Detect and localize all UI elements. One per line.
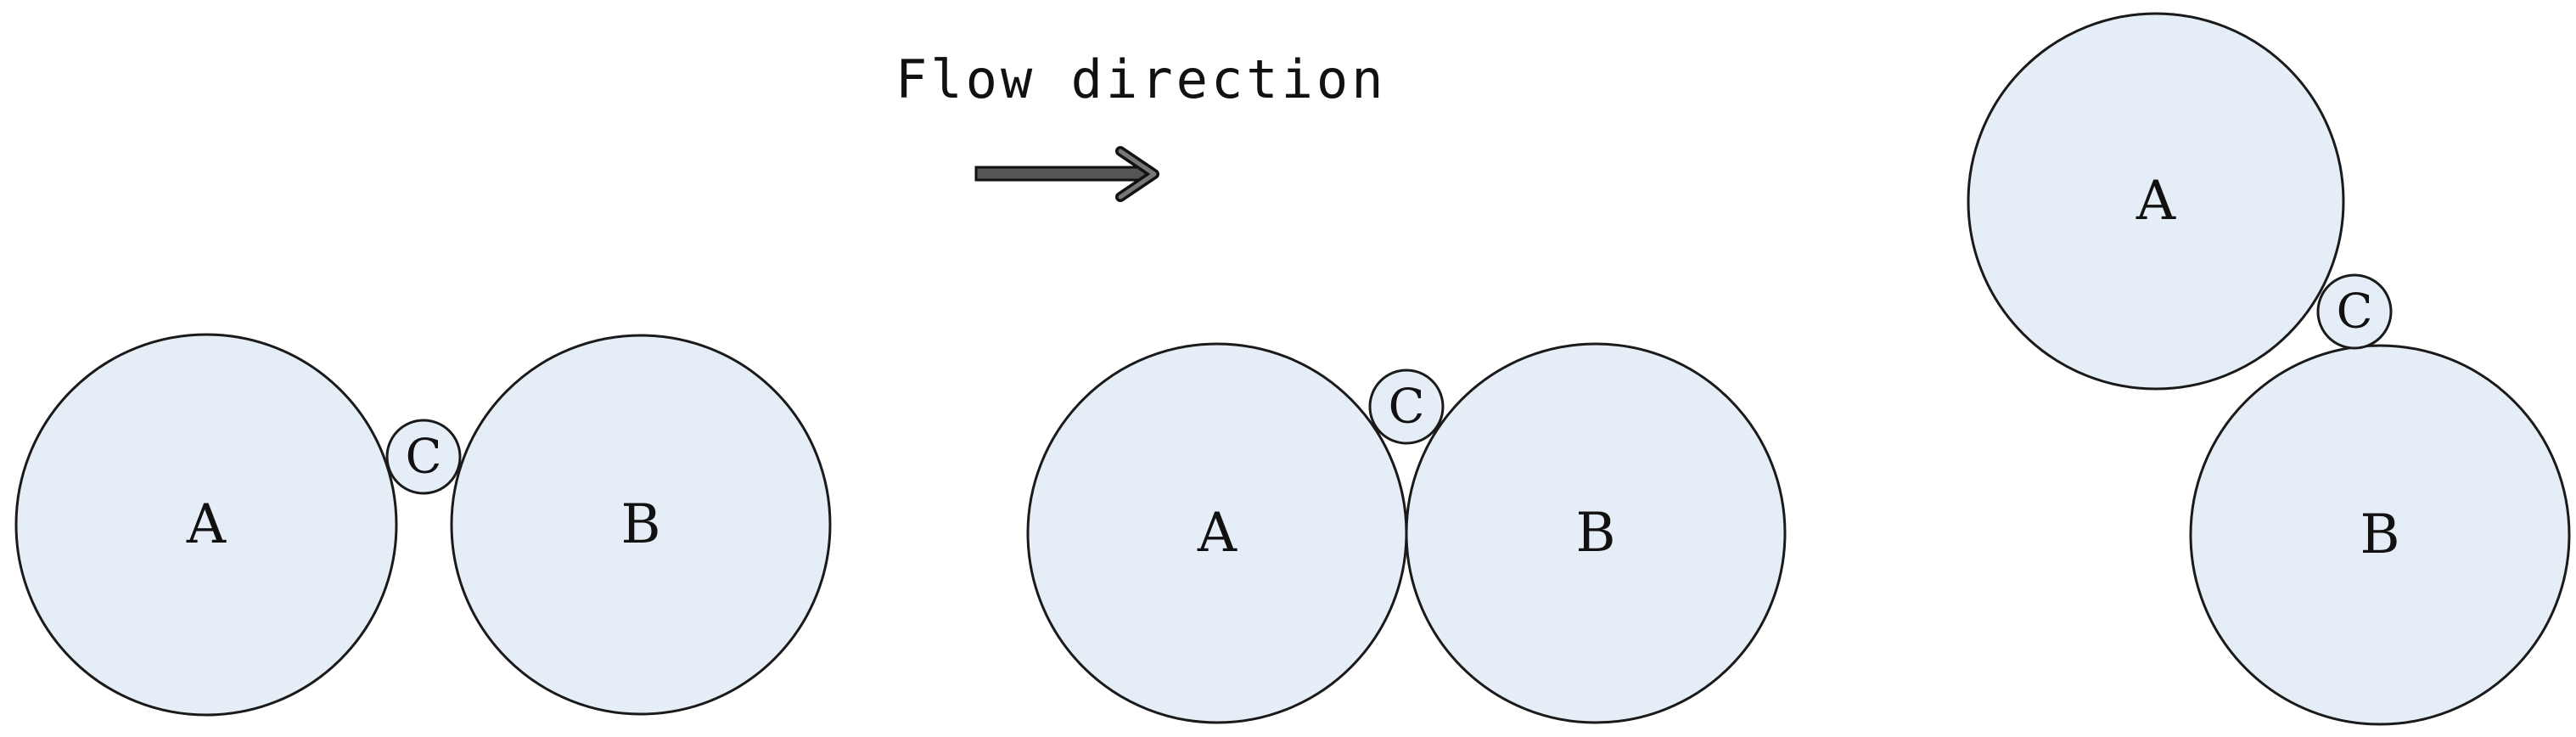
configuration-3: A B C	[1967, 12, 2571, 726]
particle-c: C	[385, 419, 462, 495]
particle-label: C	[1389, 380, 1425, 435]
particle-label: A	[2135, 170, 2176, 233]
particle-c: C	[2316, 273, 2393, 350]
particle-label: C	[406, 430, 442, 485]
configuration-1: A B C	[14, 333, 832, 717]
particle-label: B	[2360, 504, 2399, 566]
particle-label: C	[2337, 284, 2373, 340]
configuration-2: A B C	[1026, 342, 1787, 724]
particle-label: A	[1197, 502, 1237, 565]
particle-b: B	[1405, 342, 1787, 724]
particle-b: B	[2189, 344, 2571, 726]
particle-label: A	[186, 493, 227, 556]
particle-label: B	[620, 493, 660, 556]
flow-direction-label: Flow direction	[895, 48, 1387, 110]
particle-b: B	[450, 334, 832, 716]
flow-arrow-icon	[974, 146, 1159, 202]
particle-c: C	[1368, 368, 1445, 445]
particle-a: A	[1026, 342, 1408, 724]
particle-a: A	[14, 333, 398, 717]
particle-label: B	[1575, 502, 1615, 565]
particle-a: A	[1967, 12, 2345, 391]
flow-indicator: Flow direction	[895, 48, 1387, 202]
